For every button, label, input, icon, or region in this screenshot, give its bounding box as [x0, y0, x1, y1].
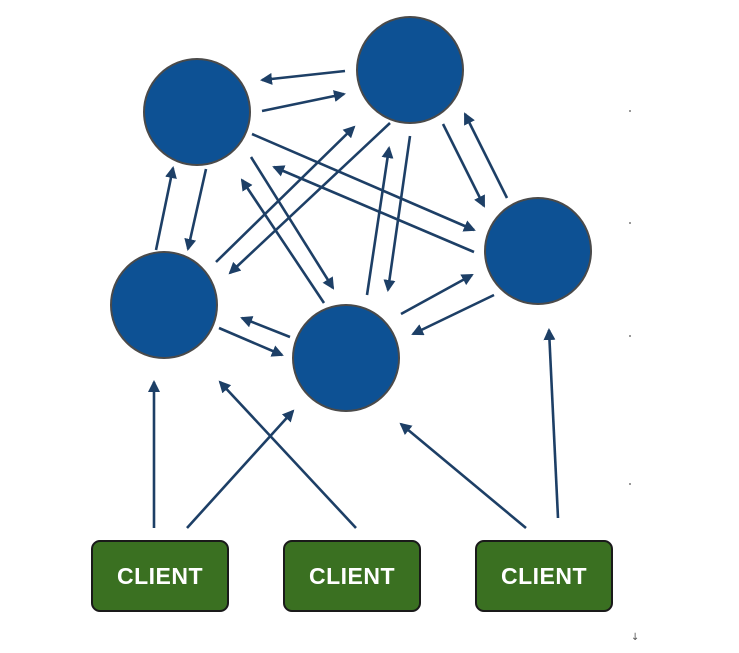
edge-dot	[629, 335, 631, 337]
arrow-client2-to-left	[218, 380, 357, 529]
arrow-client3-to-right	[543, 328, 560, 519]
arrow-client3-to-center	[399, 422, 527, 529]
arrow-right-to-topleft	[272, 165, 475, 254]
server-nodes	[110, 16, 592, 412]
arrow-top-to-topleft	[260, 69, 346, 85]
server-node-center	[292, 304, 400, 412]
edge-dot	[629, 110, 631, 112]
arrow-top-to-right	[441, 123, 486, 208]
arrow-topleft-to-top	[261, 90, 346, 113]
arrow-top-to-left	[228, 122, 391, 275]
arrow-left-to-topleft	[154, 166, 177, 251]
arrow-left-to-top	[215, 125, 356, 263]
client-label: CLIENT	[116, 562, 204, 589]
edge-dot	[629, 222, 631, 224]
arrow-center-to-topleft	[240, 178, 326, 304]
arrow-topleft-to-right	[251, 132, 476, 232]
corner-mark: ↓	[631, 632, 640, 643]
arrow-client1-to-center	[186, 409, 295, 529]
client-box: CLIENT	[475, 540, 613, 612]
client-box: CLIENT	[283, 540, 421, 612]
arrow-center-to-right	[400, 273, 474, 316]
arrow-right-to-top	[463, 112, 509, 199]
edge-dot	[629, 483, 631, 485]
arrow-top-to-center	[383, 135, 412, 292]
arrow-center-to-left	[240, 316, 291, 339]
arrow-topleft-to-center	[249, 156, 335, 290]
client-label: CLIENT	[500, 562, 588, 589]
server-node-right	[484, 197, 592, 305]
arrow-topleft-to-left	[184, 168, 208, 251]
client-box: CLIENT	[91, 540, 229, 612]
arrow-left-to-center	[218, 326, 284, 357]
arrow-right-to-center	[411, 293, 495, 336]
arrows	[148, 69, 560, 529]
arrow-center-to-top	[365, 146, 394, 296]
server-node-top-left	[143, 58, 251, 166]
client-label: CLIENT	[308, 562, 396, 589]
server-node-top	[356, 16, 464, 124]
server-node-left	[110, 251, 218, 359]
